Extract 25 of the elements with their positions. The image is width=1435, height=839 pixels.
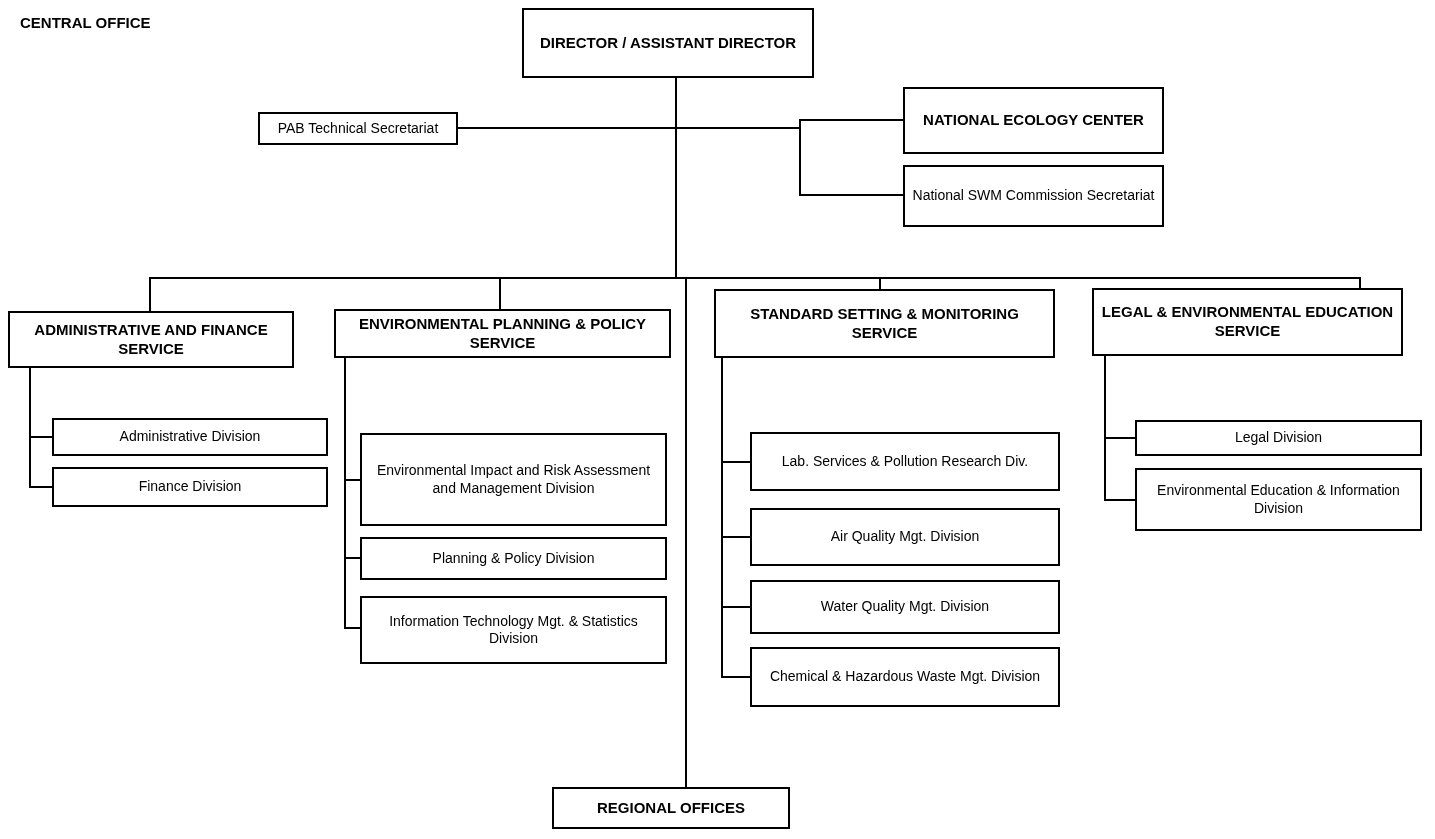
division-box: Administrative Division (52, 418, 328, 456)
unit-box: DIRECTOR / ASSISTANT DIRECTOR (522, 8, 814, 78)
division-box: Planning & Policy Division (360, 537, 667, 580)
division-box: Chemical & Hazardous Waste Mgt. Division (750, 647, 1060, 707)
division-box: Finance Division (52, 467, 328, 507)
division-box: National SWM Commission Secretariat (903, 165, 1164, 227)
unit-box: LEGAL & ENVIRONMENTAL EDUCATION SERVICE (1092, 288, 1403, 356)
connector-line (721, 357, 751, 678)
connector-line (29, 367, 53, 488)
connector-line (344, 357, 361, 629)
division-box: PAB Technical Secretariat (258, 112, 458, 145)
connector-line (1104, 355, 1136, 501)
heading-label: CENTRAL OFFICE (20, 14, 151, 31)
division-box: Air Quality Mgt. Division (750, 508, 1060, 566)
unit-box: ENVIRONMENTAL PLANNING & POLICY SERVICE (334, 309, 671, 358)
division-box: Water Quality Mgt. Division (750, 580, 1060, 634)
unit-box: STANDARD SETTING & MONITORING SERVICE (714, 289, 1055, 358)
division-box: Lab. Services & Pollution Research Div. (750, 432, 1060, 491)
division-box: Environmental Impact and Risk Assessment and Management Division (360, 433, 667, 526)
unit-box: ADMINISTRATIVE AND FINANCE SERVICE (8, 311, 294, 368)
division-box: Legal Division (1135, 420, 1422, 456)
unit-box: REGIONAL OFFICES (552, 787, 790, 829)
division-box: Information Technology Mgt. & Statistics Division (360, 596, 667, 664)
unit-box: NATIONAL ECOLOGY CENTER (903, 87, 1164, 154)
division-box: Environmental Education & Information Division (1135, 468, 1422, 531)
